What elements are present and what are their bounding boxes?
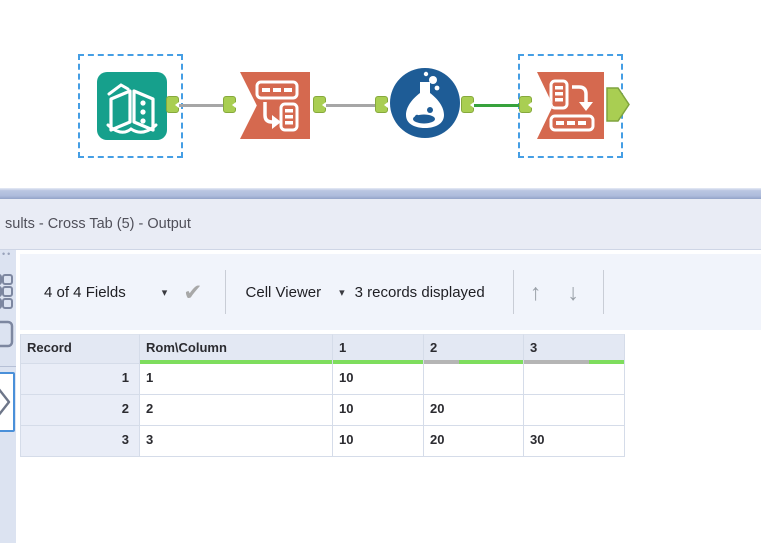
cross-tab-icon: [549, 79, 595, 132]
data-cell[interactable]: 10: [333, 395, 424, 426]
output-anchor-arrow[interactable]: [606, 87, 630, 122]
output-anchor[interactable]: [166, 96, 179, 113]
fields-dropdown[interactable]: 4 of 4 Fields: [44, 283, 126, 301]
column-header[interactable]: Rom\Column: [140, 334, 333, 364]
data-cell[interactable]: [524, 395, 625, 426]
panel-splitter[interactable]: [0, 188, 761, 199]
output-anchor[interactable]: [313, 96, 326, 113]
results-title-bar: sults - Cross Tab (5) - Output: [0, 199, 761, 250]
connection-line[interactable]: [326, 104, 378, 107]
up-arrow-button[interactable]: ↑: [529, 278, 542, 305]
data-cell[interactable]: [424, 364, 524, 395]
connection-line-selected[interactable]: [474, 104, 522, 107]
strip-divider: [0, 366, 16, 367]
map-view-icon[interactable]: [0, 320, 14, 348]
column-header[interactable]: 3: [524, 334, 625, 364]
formula-icon: [390, 68, 460, 138]
input-anchor[interactable]: [375, 96, 388, 113]
apply-check-icon[interactable]: ✔: [183, 278, 203, 305]
formula-tool[interactable]: [390, 68, 460, 138]
record-number-cell[interactable]: 2: [20, 395, 140, 426]
output-anchor-button[interactable]: [0, 372, 15, 432]
cell-viewer-dropdown[interactable]: Cell Viewer: [245, 283, 322, 301]
data-cell[interactable]: 30: [524, 426, 625, 457]
grip-dots-icon: ••: [2, 249, 13, 259]
chevron-down-icon[interactable]: ▾: [161, 286, 168, 299]
text-input-icon: [97, 72, 167, 140]
quality-bar: [140, 360, 332, 364]
data-cell[interactable]: 20: [424, 395, 524, 426]
data-cell[interactable]: 10: [333, 426, 424, 457]
workflow-canvas[interactable]: [0, 0, 761, 188]
transpose-tool[interactable]: [240, 72, 310, 139]
down-arrow-button[interactable]: ↓: [567, 278, 579, 305]
results-title: sults - Cross Tab (5) - Output: [5, 216, 191, 232]
quality-bar: [424, 360, 523, 364]
data-cell[interactable]: 3: [140, 426, 333, 457]
toolbar-separator: [512, 270, 514, 314]
data-cell[interactable]: 20: [424, 426, 524, 457]
data-cell[interactable]: [524, 364, 625, 395]
connection-line[interactable]: [178, 104, 226, 107]
record-number-cell[interactable]: 1: [20, 364, 140, 395]
text-input-tool[interactable]: [97, 72, 167, 140]
data-cell[interactable]: 1: [140, 364, 333, 395]
column-header[interactable]: 1: [333, 334, 424, 364]
quality-bar: [333, 360, 423, 364]
data-cell[interactable]: 10: [333, 364, 424, 395]
column-header[interactable]: 2: [424, 334, 524, 364]
results-left-strip: ••: [0, 250, 18, 543]
toolbar-separator: [602, 270, 604, 314]
results-grid: Record Rom\Column 1 2 3 1 1 10 2 2 10 20…: [20, 334, 625, 457]
data-grid-icon[interactable]: [0, 273, 14, 311]
toolbar-separator: [224, 270, 226, 314]
input-anchor[interactable]: [223, 96, 236, 113]
output-anchor[interactable]: [461, 96, 474, 113]
results-toolbar: 4 of 4 Fields ▾ ✔ Cell Viewer ▾ 3 record…: [20, 254, 761, 330]
transpose-icon: [255, 80, 299, 132]
chevron-down-icon[interactable]: ▾: [339, 286, 345, 299]
data-cell[interactable]: 2: [140, 395, 333, 426]
quality-bar: [524, 360, 624, 364]
input-anchor[interactable]: [519, 96, 532, 113]
column-header-record[interactable]: Record: [20, 334, 140, 364]
records-displayed-label: 3 records displayed: [354, 283, 485, 301]
chevron-right-icon: [0, 388, 11, 416]
record-number-cell[interactable]: 3: [20, 426, 140, 457]
